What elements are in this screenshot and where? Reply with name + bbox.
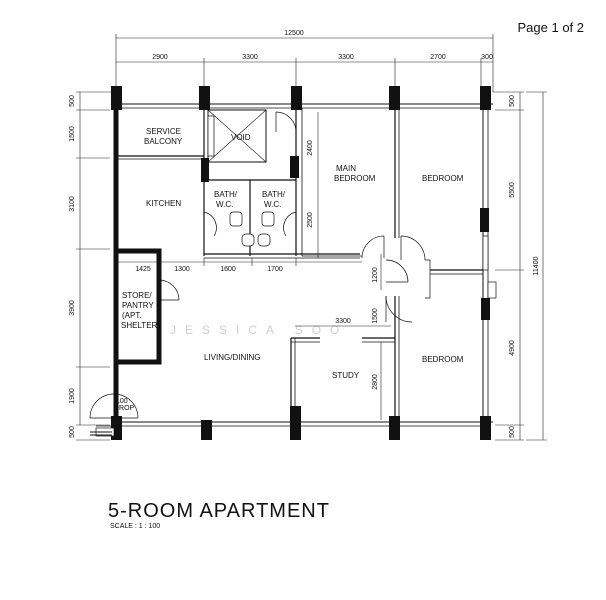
right-dim-1: 500 (509, 95, 516, 107)
label-bath1-1: BATH/ (214, 190, 238, 199)
dimension-lines (76, 34, 547, 441)
label-store-4: SHELTER) (121, 321, 160, 330)
top-dim-2: 3300 (242, 54, 258, 61)
dim-1700: 1700 (267, 266, 283, 273)
plan-scale: SCALE : 1 : 100 (110, 523, 161, 530)
top-dim-4: 2700 (430, 54, 446, 61)
label-main-bedroom-1: MAIN (336, 164, 356, 173)
dimension-labels: 12500 2900 3300 3300 2700 300 500 1500 3… (69, 30, 540, 438)
dim-2500: 2500 (307, 212, 314, 228)
left-dim-5: 1900 (69, 388, 76, 404)
left-dim-1: 500 (69, 95, 76, 107)
left-dim-4: 3900 (69, 300, 76, 316)
room-labels: SERVICE BALCONY VOID KITCHEN BATH/ W.C. … (114, 127, 464, 412)
dim-3300-study: 3300 (335, 318, 351, 325)
right-dim-4: 500 (509, 426, 516, 438)
label-void: VOID (231, 133, 251, 142)
label-bath2-2: W.C. (264, 200, 281, 209)
label-service-balcony-1: SERVICE (146, 127, 181, 136)
label-bedroom-2: BEDROOM (422, 355, 464, 364)
dim-1500: 1500 (372, 308, 379, 324)
label-study: STUDY (332, 371, 360, 380)
label-service-balcony-2: BALCONY (144, 137, 183, 146)
top-dim-5: 300 (481, 54, 493, 61)
bath-fixtures (95, 211, 275, 437)
dim-1200: 1200 (372, 267, 379, 283)
overall-width-label: 12500 (284, 30, 304, 37)
watermark: JESSICA SOO (170, 323, 348, 337)
left-dim-6: 500 (69, 426, 76, 438)
top-dim-3: 3300 (338, 54, 354, 61)
dim-2400: 2400 (307, 140, 314, 156)
label-living: LIVING/DINING (204, 353, 260, 362)
label-bath2-1: BATH/ (262, 190, 286, 199)
label-kitchen: KITCHEN (146, 199, 181, 208)
label-store-2: PANTRY (122, 301, 154, 310)
dim-1425: 1425 (135, 266, 151, 273)
label-drop-2: DROP (114, 405, 135, 412)
overall-height-label: 11400 (533, 256, 540, 275)
label-store-3: (APT. (122, 311, 142, 320)
columns (111, 86, 491, 440)
dim-1600: 1600 (220, 266, 236, 273)
label-bedroom-1: BEDROOM (422, 174, 464, 183)
right-dim-2: 5500 (509, 182, 516, 198)
top-dim-1: 2900 (152, 54, 168, 61)
left-dim-2: 1500 (69, 126, 76, 142)
label-bath1-2: W.C. (216, 200, 233, 209)
left-dim-3: 3100 (69, 196, 76, 212)
plan-title: 5-ROOM APARTMENT (108, 500, 330, 522)
page-indicator: Page 1 of 2 (517, 20, 585, 35)
dim-1300: 1300 (174, 266, 190, 273)
label-store-1: STORE/ (122, 291, 152, 300)
right-dim-3: 4900 (509, 340, 516, 356)
walls (96, 92, 493, 440)
entrance-arrow (90, 431, 112, 436)
doors (89, 111, 497, 419)
label-main-bedroom-2: BEDROOM (334, 174, 376, 183)
label-drop-1: 100 (116, 398, 128, 405)
dim-2800: 2800 (372, 374, 379, 390)
